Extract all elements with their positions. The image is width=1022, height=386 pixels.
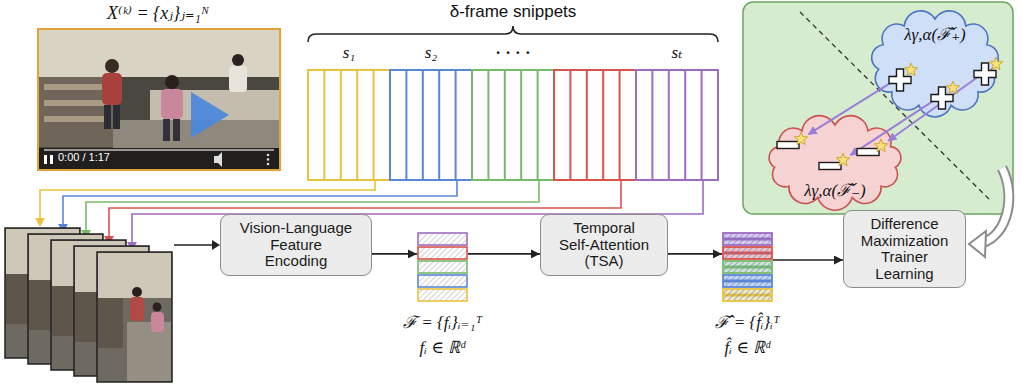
cloud-label: λγ,α(ℱ̌₊) <box>904 24 966 45</box>
text-label: sₜ <box>672 43 683 63</box>
cloud-shape <box>872 11 999 117</box>
label-slot: X⁽ᵏ⁾ = {xⱼ}ⱼ₌₁ᴺ <box>107 3 209 25</box>
flow-arrow <box>468 253 540 255</box>
frame-strip <box>308 70 718 180</box>
pair-arrows <box>809 69 989 155</box>
feature-stack <box>722 232 773 304</box>
feedback-arrow <box>969 168 1009 257</box>
text-label: · · · · <box>495 43 530 63</box>
label-slot: 0:00 / 1:17 <box>58 151 110 164</box>
flow-arrow <box>773 259 843 261</box>
text-label: s₁ <box>343 43 356 63</box>
frame-stack <box>5 228 172 382</box>
text-label: X⁽ᵏ⁾ = {xⱼ}ⱼ₌₁ᴺ <box>107 3 209 25</box>
star-symbols <box>794 57 1002 166</box>
contrast-panel <box>743 2 1013 214</box>
label-slot: sₜ <box>672 43 683 63</box>
snippet-brace <box>308 26 718 42</box>
cloud-label: λγ,α(ℱ̌₋) <box>804 180 866 201</box>
math-label: f̂ᵢ ∈ ℝᵈ <box>725 337 771 358</box>
process-box: Difference Maximization Trainer Learning <box>843 210 966 288</box>
math-label: fᵢ ∈ ℝᵈ <box>420 337 466 358</box>
video-thumbnail <box>38 29 280 170</box>
feature-stack-node: ℱ̂ = {f̂ᵢ}ᵢᵀ f̂ᵢ ∈ ℝᵈ <box>715 232 779 359</box>
flow-arrow <box>668 253 722 255</box>
box-label: Vision-Language Feature Encoding <box>238 220 354 270</box>
text-label: s₂ <box>425 43 438 63</box>
box-label: Temporal Self-Attention (TSA) <box>557 220 651 270</box>
math-label: ℱ = {fᵢ}ᵢ₌₁ᵀ <box>403 312 482 333</box>
feature-stack-node: ℱ = {fᵢ}ᵢ₌₁ᵀ fᵢ ∈ ℝᵈ <box>403 232 482 359</box>
math-label: ℱ̂ = {f̂ᵢ}ᵢᵀ <box>715 312 779 333</box>
input-arrow <box>174 240 220 250</box>
label-slot: s₂ <box>425 43 438 63</box>
flow-arrow <box>372 253 417 255</box>
label-slot: s₁ <box>343 43 356 63</box>
sign-symbols <box>777 63 996 170</box>
cloud-shape <box>769 116 901 211</box>
text-label: δ-frame snippets <box>450 2 577 22</box>
text-label: 0:00 / 1:17 <box>58 151 110 164</box>
box-label: Difference Maximization Trainer Learning <box>859 216 950 282</box>
label-slot: δ-frame snippets <box>450 2 577 22</box>
process-box: Temporal Self-Attention (TSA) <box>540 214 668 276</box>
process-box: Vision-Language Feature Encoding <box>220 214 372 276</box>
label-slot: · · · · <box>495 43 530 63</box>
feature-stack <box>417 232 468 304</box>
